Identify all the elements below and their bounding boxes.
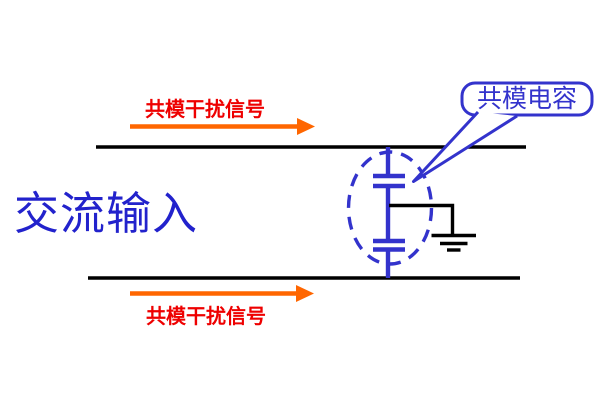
ground-branch-wire bbox=[389, 203, 455, 235]
callout-capacitor-label: 共模电容 bbox=[476, 84, 577, 113]
ac-input-label: 交流输入 bbox=[14, 187, 199, 240]
common-mode-capacitor-top-plates bbox=[373, 173, 405, 189]
capacitor-icon bbox=[373, 147, 405, 278]
capacitor-highlight-ellipse bbox=[346, 150, 434, 266]
callout-bubble-tail bbox=[412, 110, 518, 183]
arrow-right-icon bbox=[130, 285, 314, 302]
callout-bubble-body bbox=[460, 81, 594, 117]
common-mode-capacitor-bottom-plates bbox=[373, 238, 405, 252]
ground-icon bbox=[431, 233, 476, 252]
bottom-arrow-head bbox=[296, 285, 314, 302]
callout-bubble bbox=[412, 81, 594, 183]
top-interference-label: 共模干扰信号 bbox=[145, 97, 265, 121]
bottom-interference-label: 共模干扰信号 bbox=[146, 304, 266, 328]
arrow-right-icon bbox=[130, 118, 315, 135]
top-arrow-head bbox=[297, 118, 315, 135]
